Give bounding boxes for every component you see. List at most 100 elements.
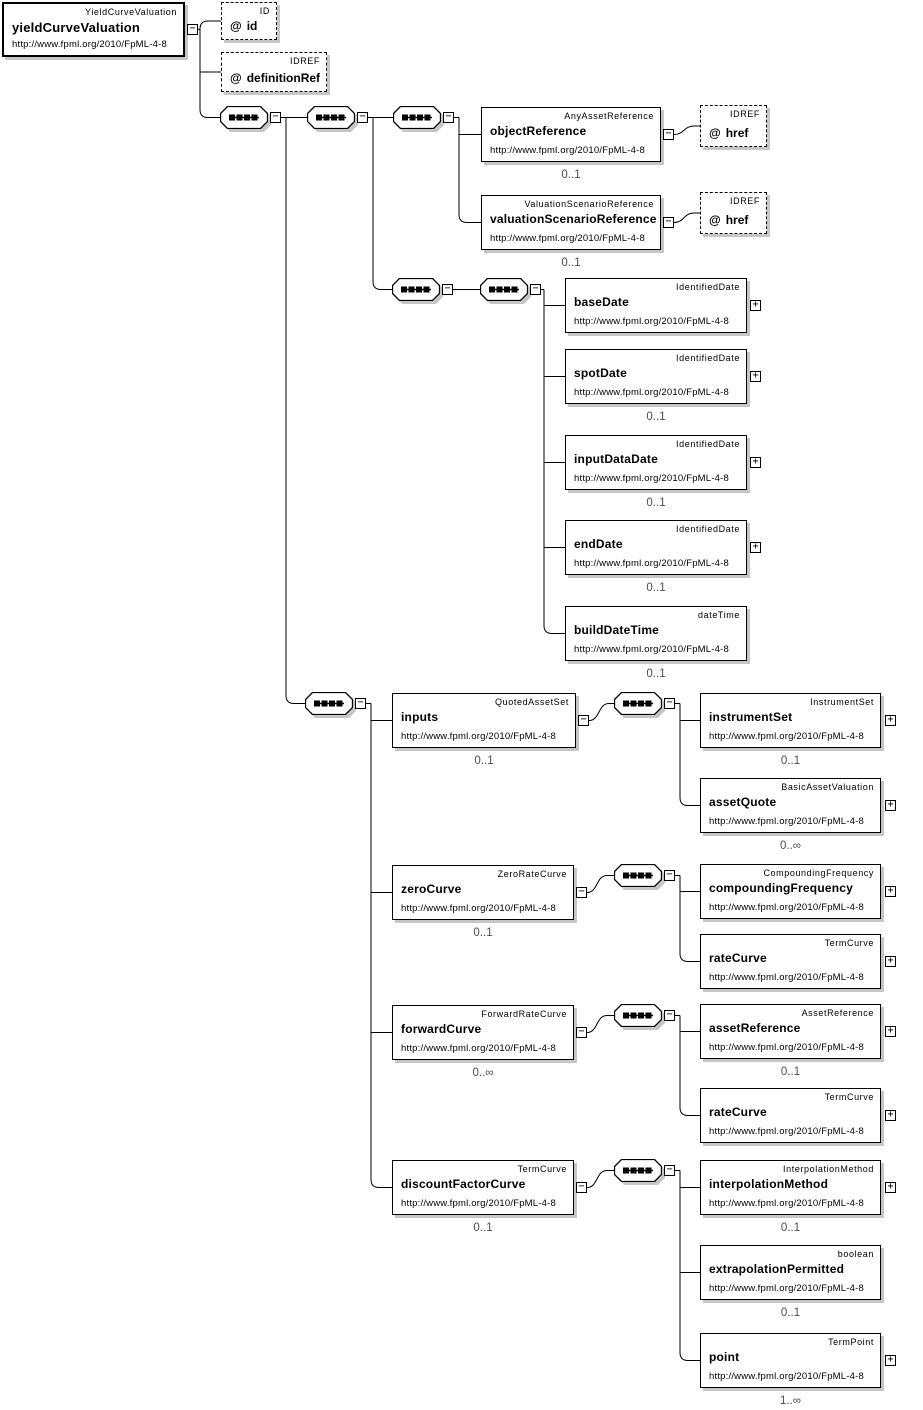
collapse-toggle[interactable]: − <box>664 870 675 881</box>
element-namespace: http://www.fpml.org/2010/FpML-4-8 <box>574 644 729 655</box>
attribute-href-scenario[interactable]: IDREF @href <box>700 192 767 234</box>
element-rateCurve-zero[interactable]: TermCurve rateCurve http://www.fpml.org/… <box>700 934 881 989</box>
element-endDate[interactable]: IdentifiedDate endDate http://www.fpml.o… <box>565 520 747 575</box>
element-name: objectReference <box>490 124 587 138</box>
expand-toggle[interactable]: + <box>885 1110 896 1121</box>
attribute-id[interactable]: ID @ id <box>221 2 277 40</box>
sequence-compositor-icon[interactable] <box>613 1158 663 1183</box>
element-assetReference[interactable]: AssetReference assetReference http://www… <box>700 1004 881 1059</box>
expand-toggle[interactable]: + <box>750 300 761 311</box>
element-compoundingFrequency[interactable]: CompoundingFrequency compoundingFrequenc… <box>700 864 881 919</box>
element-type-label: TermCurve <box>824 1092 874 1102</box>
element-inputDataDate[interactable]: IdentifiedDate inputDataDate http://www.… <box>565 435 747 490</box>
collapse-toggle[interactable]: − <box>576 887 587 898</box>
element-objectReference[interactable]: AnyAssetReference objectReference http:/… <box>481 107 661 162</box>
element-forwardCurve[interactable]: ForwardRateCurve forwardCurve http://www… <box>392 1005 574 1060</box>
sequence-compositor-icon[interactable] <box>306 105 356 130</box>
element-type-label: YieldCurveValuation <box>85 7 177 17</box>
element-extrapolationPermitted[interactable]: boolean extrapolationPermitted http://ww… <box>700 1245 881 1300</box>
element-point[interactable]: TermPoint point http://www.fpml.org/2010… <box>700 1333 881 1388</box>
cardinality-label: 0..1 <box>474 755 494 767</box>
expand-toggle[interactable]: + <box>885 956 896 967</box>
element-interpolationMethod[interactable]: InterpolationMethod interpolationMethod … <box>700 1160 881 1215</box>
cardinality-label: 0..1 <box>780 1307 801 1319</box>
collapse-toggle[interactable]: − <box>187 24 198 35</box>
element-valuationScenarioReference[interactable]: ValuationScenarioReference valuationScen… <box>481 195 661 250</box>
element-type-label: ValuationScenarioReference <box>524 199 654 209</box>
element-namespace: http://www.fpml.org/2010/FpML-4-8 <box>709 972 864 983</box>
element-discountFactorCurve[interactable]: TermCurve discountFactorCurve http://www… <box>392 1160 574 1215</box>
attribute-at-icon: @ <box>230 19 242 33</box>
collapse-toggle[interactable]: − <box>530 284 541 295</box>
element-namespace: http://www.fpml.org/2010/FpML-4-8 <box>490 233 645 244</box>
collapse-toggle[interactable]: − <box>664 1010 675 1021</box>
element-name: zeroCurve <box>401 882 462 896</box>
attribute-href-object[interactable]: IDREF @href <box>700 105 767 147</box>
element-yieldCurveValuation[interactable]: YieldCurveValuation yieldCurveValuation … <box>2 2 185 57</box>
collapse-toggle[interactable]: − <box>663 217 674 228</box>
element-baseDate[interactable]: IdentifiedDate baseDate http://www.fpml.… <box>565 278 747 333</box>
cardinality-label: 0..1 <box>780 1066 801 1078</box>
expand-toggle[interactable]: + <box>885 1182 896 1193</box>
element-assetQuote[interactable]: BasicAssetValuation assetQuote http://ww… <box>700 778 881 833</box>
element-name: forwardCurve <box>401 1022 482 1036</box>
collapse-toggle[interactable]: − <box>270 112 281 123</box>
collapse-toggle[interactable]: − <box>357 112 368 123</box>
attribute-type-label: ID <box>259 6 270 16</box>
element-namespace: http://www.fpml.org/2010/FpML-4-8 <box>709 1371 864 1382</box>
element-zeroCurve[interactable]: ZeroRateCurve zeroCurve http://www.fpml.… <box>392 865 574 920</box>
element-namespace: http://www.fpml.org/2010/FpML-4-8 <box>709 1042 864 1053</box>
element-type-label: boolean <box>837 1249 874 1259</box>
sequence-compositor-icon[interactable] <box>219 105 269 130</box>
element-name: interpolationMethod <box>709 1177 829 1191</box>
collapse-toggle[interactable]: − <box>576 1182 587 1193</box>
attribute-at-icon: @ <box>709 213 721 227</box>
expand-toggle[interactable]: + <box>750 542 761 553</box>
attribute-type-label: IDREF <box>730 196 760 206</box>
sequence-compositor-icon[interactable] <box>613 1003 663 1028</box>
element-name: spotDate <box>574 366 627 380</box>
sequence-compositor-icon[interactable] <box>304 691 354 716</box>
collapse-toggle[interactable]: − <box>663 129 674 140</box>
expand-toggle[interactable]: + <box>885 1355 896 1366</box>
element-inputs[interactable]: QuotedAssetSet inputs http://www.fpml.or… <box>392 693 576 748</box>
cardinality-label: 0..1 <box>780 755 801 767</box>
cardinality-label: 0..1 <box>780 1222 801 1234</box>
expand-toggle[interactable]: + <box>750 457 761 468</box>
element-spotDate[interactable]: IdentifiedDate spotDate http://www.fpml.… <box>565 349 747 404</box>
expand-toggle[interactable]: + <box>885 800 896 811</box>
sequence-compositor-icon[interactable] <box>391 277 441 302</box>
element-type-label: CompoundingFrequency <box>763 868 874 878</box>
element-namespace: http://www.fpml.org/2010/FpML-4-8 <box>709 731 864 742</box>
element-name: rateCurve <box>709 1105 767 1119</box>
element-name: discountFactorCurve <box>401 1177 526 1191</box>
expand-toggle[interactable]: + <box>885 715 896 726</box>
element-rateCurve-forward[interactable]: TermCurve rateCurve http://www.fpml.org/… <box>700 1088 881 1143</box>
element-name: endDate <box>574 537 623 551</box>
expand-toggle[interactable]: + <box>750 371 761 382</box>
attribute-definitionRef[interactable]: IDREF @definitionRef <box>221 52 327 92</box>
element-type-label: BasicAssetValuation <box>781 782 874 792</box>
element-instrumentSet[interactable]: InstrumentSet instrumentSet http://www.f… <box>700 693 881 748</box>
sequence-compositor-icon[interactable] <box>613 691 663 716</box>
element-name: inputDataDate <box>574 452 658 466</box>
sequence-compositor-icon[interactable] <box>392 105 442 130</box>
sequence-compositor-icon[interactable] <box>613 863 663 888</box>
collapse-toggle[interactable]: − <box>664 1165 675 1176</box>
collapse-toggle[interactable]: − <box>442 284 453 295</box>
collapse-toggle[interactable]: − <box>664 698 675 709</box>
element-name: yieldCurveValuation <box>12 20 141 35</box>
element-buildDateTime[interactable]: dateTime buildDateTime http://www.fpml.o… <box>565 606 747 661</box>
collapse-toggle[interactable]: − <box>578 715 589 726</box>
collapse-toggle[interactable]: − <box>576 1027 587 1038</box>
expand-toggle[interactable]: + <box>885 886 896 897</box>
expand-toggle[interactable]: + <box>885 1026 896 1037</box>
collapse-toggle[interactable]: − <box>443 112 454 123</box>
element-namespace: http://www.fpml.org/2010/FpML-4-8 <box>401 1198 556 1209</box>
element-name: rateCurve <box>709 951 767 965</box>
element-name: point <box>709 1350 740 1364</box>
cardinality-label: 0..1 <box>646 411 666 423</box>
attribute-name: id <box>246 19 258 33</box>
sequence-compositor-icon[interactable] <box>479 277 529 302</box>
collapse-toggle[interactable]: − <box>355 698 366 709</box>
